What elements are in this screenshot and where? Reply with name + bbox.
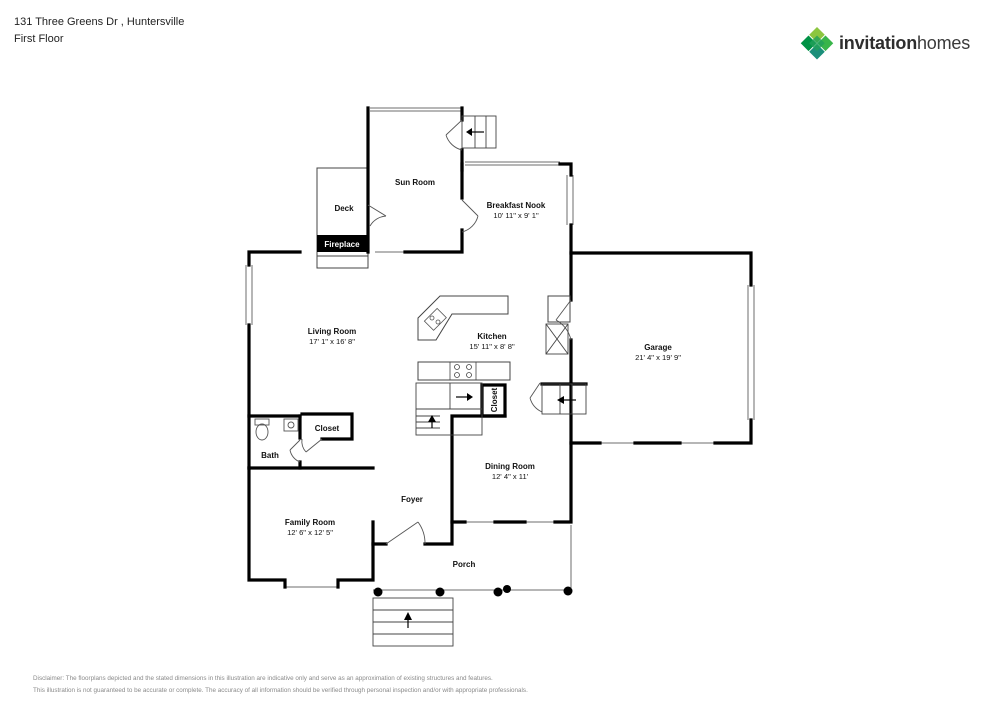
interior-stairs xyxy=(415,382,483,436)
logo-word-bold: invitation xyxy=(839,33,917,53)
sunroom-step-arrow-icon xyxy=(466,128,472,136)
room-dims-living-room: 17' 1" x 16' 8" xyxy=(309,337,355,346)
refrigerator-icon xyxy=(545,323,569,355)
logo-wordmark: invitationhomes xyxy=(839,33,970,54)
room-label-fireplace: Fireplace xyxy=(324,240,360,249)
walls xyxy=(247,106,753,589)
room-label-deck: Deck xyxy=(334,204,354,213)
disclaimer-line-2: This illustration is not guaranteed to b… xyxy=(33,687,528,694)
room-label-bath: Bath xyxy=(261,451,279,460)
room-label-kitchen-closet: Closet xyxy=(490,387,499,412)
kitchen-sink-icon xyxy=(423,307,447,331)
deck-outline xyxy=(316,167,369,269)
floor-label: First Floor xyxy=(14,33,64,45)
sunroom-steps xyxy=(461,115,497,149)
room-label-living-room: Living Room xyxy=(308,327,356,336)
range-cooktop-icon xyxy=(449,361,477,381)
porch-steps xyxy=(372,597,454,647)
porch-columns xyxy=(373,585,573,597)
garage-step-arrow-icon xyxy=(557,396,564,404)
room-label-dining-room: Dining Room xyxy=(485,462,535,471)
window-lines xyxy=(245,107,755,591)
stair-arrow-up-icon xyxy=(428,415,436,422)
room-label-garage: Garage xyxy=(644,343,672,352)
brand-logo: invitationhomes xyxy=(797,26,982,62)
disclaimer-line-1: Disclaimer: The floorplans depicted and … xyxy=(33,675,493,682)
door-swings xyxy=(289,119,572,545)
room-label-sun-room: Sun Room xyxy=(395,178,435,187)
room-label-porch: Porch xyxy=(453,560,476,569)
room-label-family-room: Family Room xyxy=(285,518,335,527)
room-label-kitchen: Kitchen xyxy=(477,332,506,341)
room-dims-family-room: 12' 6" x 12' 5" xyxy=(287,528,333,537)
kitchen-lower-counter xyxy=(417,361,511,381)
kitchen-counter xyxy=(417,295,509,341)
property-address: 131 Three Greens Dr , Huntersville xyxy=(14,16,185,28)
room-label-foyer: Foyer xyxy=(401,495,423,504)
room-dims-garage: 21' 4" x 19' 9" xyxy=(635,353,681,362)
logo-mark-icon xyxy=(800,27,834,60)
room-dims-breakfast-nook: 10' 11" x 9' 1" xyxy=(493,211,539,220)
room-label-closet: Closet xyxy=(315,424,340,433)
bath-sink-icon xyxy=(283,418,299,432)
pantry-cabinet xyxy=(547,295,571,323)
porch-step-arrow-icon xyxy=(404,612,412,620)
stair-arrow-right-icon xyxy=(467,393,473,401)
room-label-breakfast-nook: Breakfast Nook xyxy=(487,201,546,210)
fireplace-block xyxy=(317,235,368,252)
room-dims-dining-room: 12' 4" x 11' xyxy=(492,472,529,481)
logo-word-light: homes xyxy=(917,33,971,53)
toilet-icon xyxy=(254,418,270,441)
room-dims-kitchen: 15' 11" x 8' 8" xyxy=(469,342,515,351)
